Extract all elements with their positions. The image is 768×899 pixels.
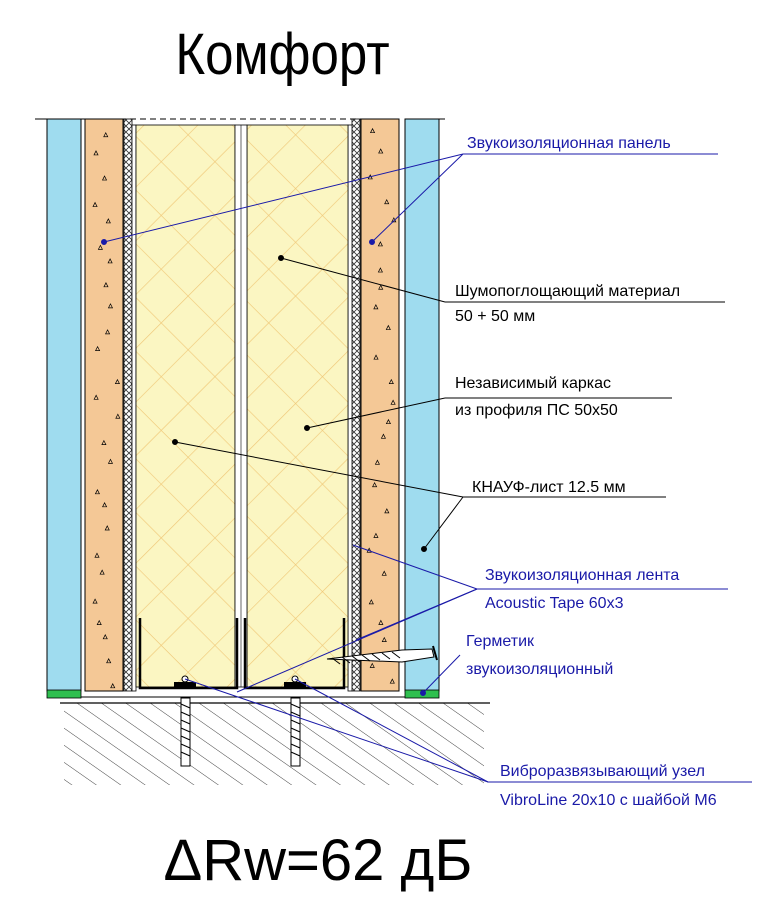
panel-texture-mark (99, 569, 105, 575)
tape-right (351, 118, 361, 692)
panel-texture-mark (381, 570, 387, 576)
panel-texture-mark (377, 267, 383, 273)
result-value: ΔRw=62 дБ (164, 828, 473, 893)
panel-texture-mark (94, 552, 100, 558)
panel-texture-mark (369, 127, 376, 134)
panel-texture-mark (384, 198, 390, 205)
absorber-left (135, 124, 236, 688)
panel-texture-mark (105, 218, 111, 224)
vibro-anchor-left (174, 675, 196, 767)
panel-texture-mark (102, 502, 108, 508)
panel-texture-mark (385, 418, 391, 425)
panel-texture-mark (378, 619, 384, 625)
absorber-right (246, 124, 349, 688)
callout-knauf (172, 439, 666, 552)
sound-panel-left (84, 118, 124, 692)
screw (326, 645, 438, 665)
panel-texture-mark (372, 481, 378, 488)
panel-texture-mark (94, 489, 100, 495)
panel-texture-mark (390, 399, 396, 405)
panel-texture-mark (373, 354, 379, 360)
label-tape-1: Звукоизоляционная лента (485, 567, 679, 584)
panel-texture-mark (103, 131, 109, 138)
drywall-left (46, 118, 82, 692)
panel-texture-mark (384, 508, 390, 514)
panel-texture-mark (92, 201, 98, 207)
panel-texture-mark (92, 598, 98, 604)
panel-texture-mark (378, 284, 384, 290)
panel-texture-mark (373, 532, 379, 538)
panel-texture-mark (380, 433, 386, 439)
callout-absorber (278, 255, 725, 303)
callout-tape (236, 544, 728, 693)
callout-panel (101, 153, 718, 245)
panel-texture-mark (377, 241, 383, 247)
panel-texture-mark (378, 148, 384, 154)
label-frame-1: Независимый каркас (455, 375, 611, 392)
callout-sealant (420, 654, 461, 696)
label-frame-2: из профиля ПС 50х50 (455, 402, 618, 419)
panel-texture-mark (389, 678, 395, 684)
panel-texture (92, 127, 397, 689)
knauf-sheet-right (347, 124, 353, 692)
panel-texture-mark (107, 458, 114, 464)
panel-texture-mark (368, 599, 374, 605)
floor-slab (64, 703, 484, 785)
vibro-anchor-right (284, 675, 306, 767)
panel-texture-mark (95, 345, 101, 351)
panel-texture-mark (115, 413, 121, 419)
panel-texture-mark (110, 683, 116, 689)
callout-frame (304, 397, 672, 431)
panel-texture-mark (388, 378, 394, 384)
label-panel: Звукоизоляционная панель (467, 135, 671, 152)
label-absorber-1: Шумопоглощающий материал (455, 283, 680, 300)
sound-panel-right (360, 118, 400, 692)
panel-texture-mark (107, 303, 114, 309)
panel-texture-mark (101, 439, 107, 445)
panel-texture-mark (93, 150, 99, 156)
panel-texture-mark (114, 378, 120, 384)
panel-texture-mark (385, 324, 391, 330)
panel-texture-mark (93, 394, 99, 400)
label-vibro-1: Виброразвязывающий узел (500, 763, 705, 780)
panel-texture-mark (103, 282, 109, 288)
sealant-left (46, 689, 82, 699)
label-tape-2: Acoustic Tape 60х3 (485, 595, 624, 612)
callout-vibro (184, 678, 752, 783)
panel-texture-mark (104, 525, 110, 531)
panel-texture-mark (96, 619, 102, 625)
panel-texture-mark (101, 175, 108, 181)
panel-texture-mark (374, 459, 380, 465)
panel-texture-mark (107, 258, 113, 264)
panel-texture-mark (97, 244, 103, 250)
tape-left (123, 118, 133, 692)
label-knauf: КНАУФ-лист 12.5 мм (472, 479, 626, 496)
diagram-title: Комфорт (175, 22, 389, 87)
panel-texture-mark (373, 304, 379, 310)
label-vibro-2: VibroLine 20х10 с шайбой М6 (500, 792, 717, 809)
panel-texture-mark (102, 634, 108, 640)
panel-texture-mark (381, 636, 387, 642)
panel-texture-mark (369, 662, 375, 668)
label-sealant-2: звукоизоляционный (466, 661, 613, 678)
label-absorber-2: 50 + 50 мм (455, 308, 535, 325)
label-sealant-1: Герметик (466, 633, 535, 650)
panel-texture-mark (105, 329, 111, 335)
knauf-sheet-left (131, 124, 137, 692)
panel-texture-mark (106, 658, 112, 664)
